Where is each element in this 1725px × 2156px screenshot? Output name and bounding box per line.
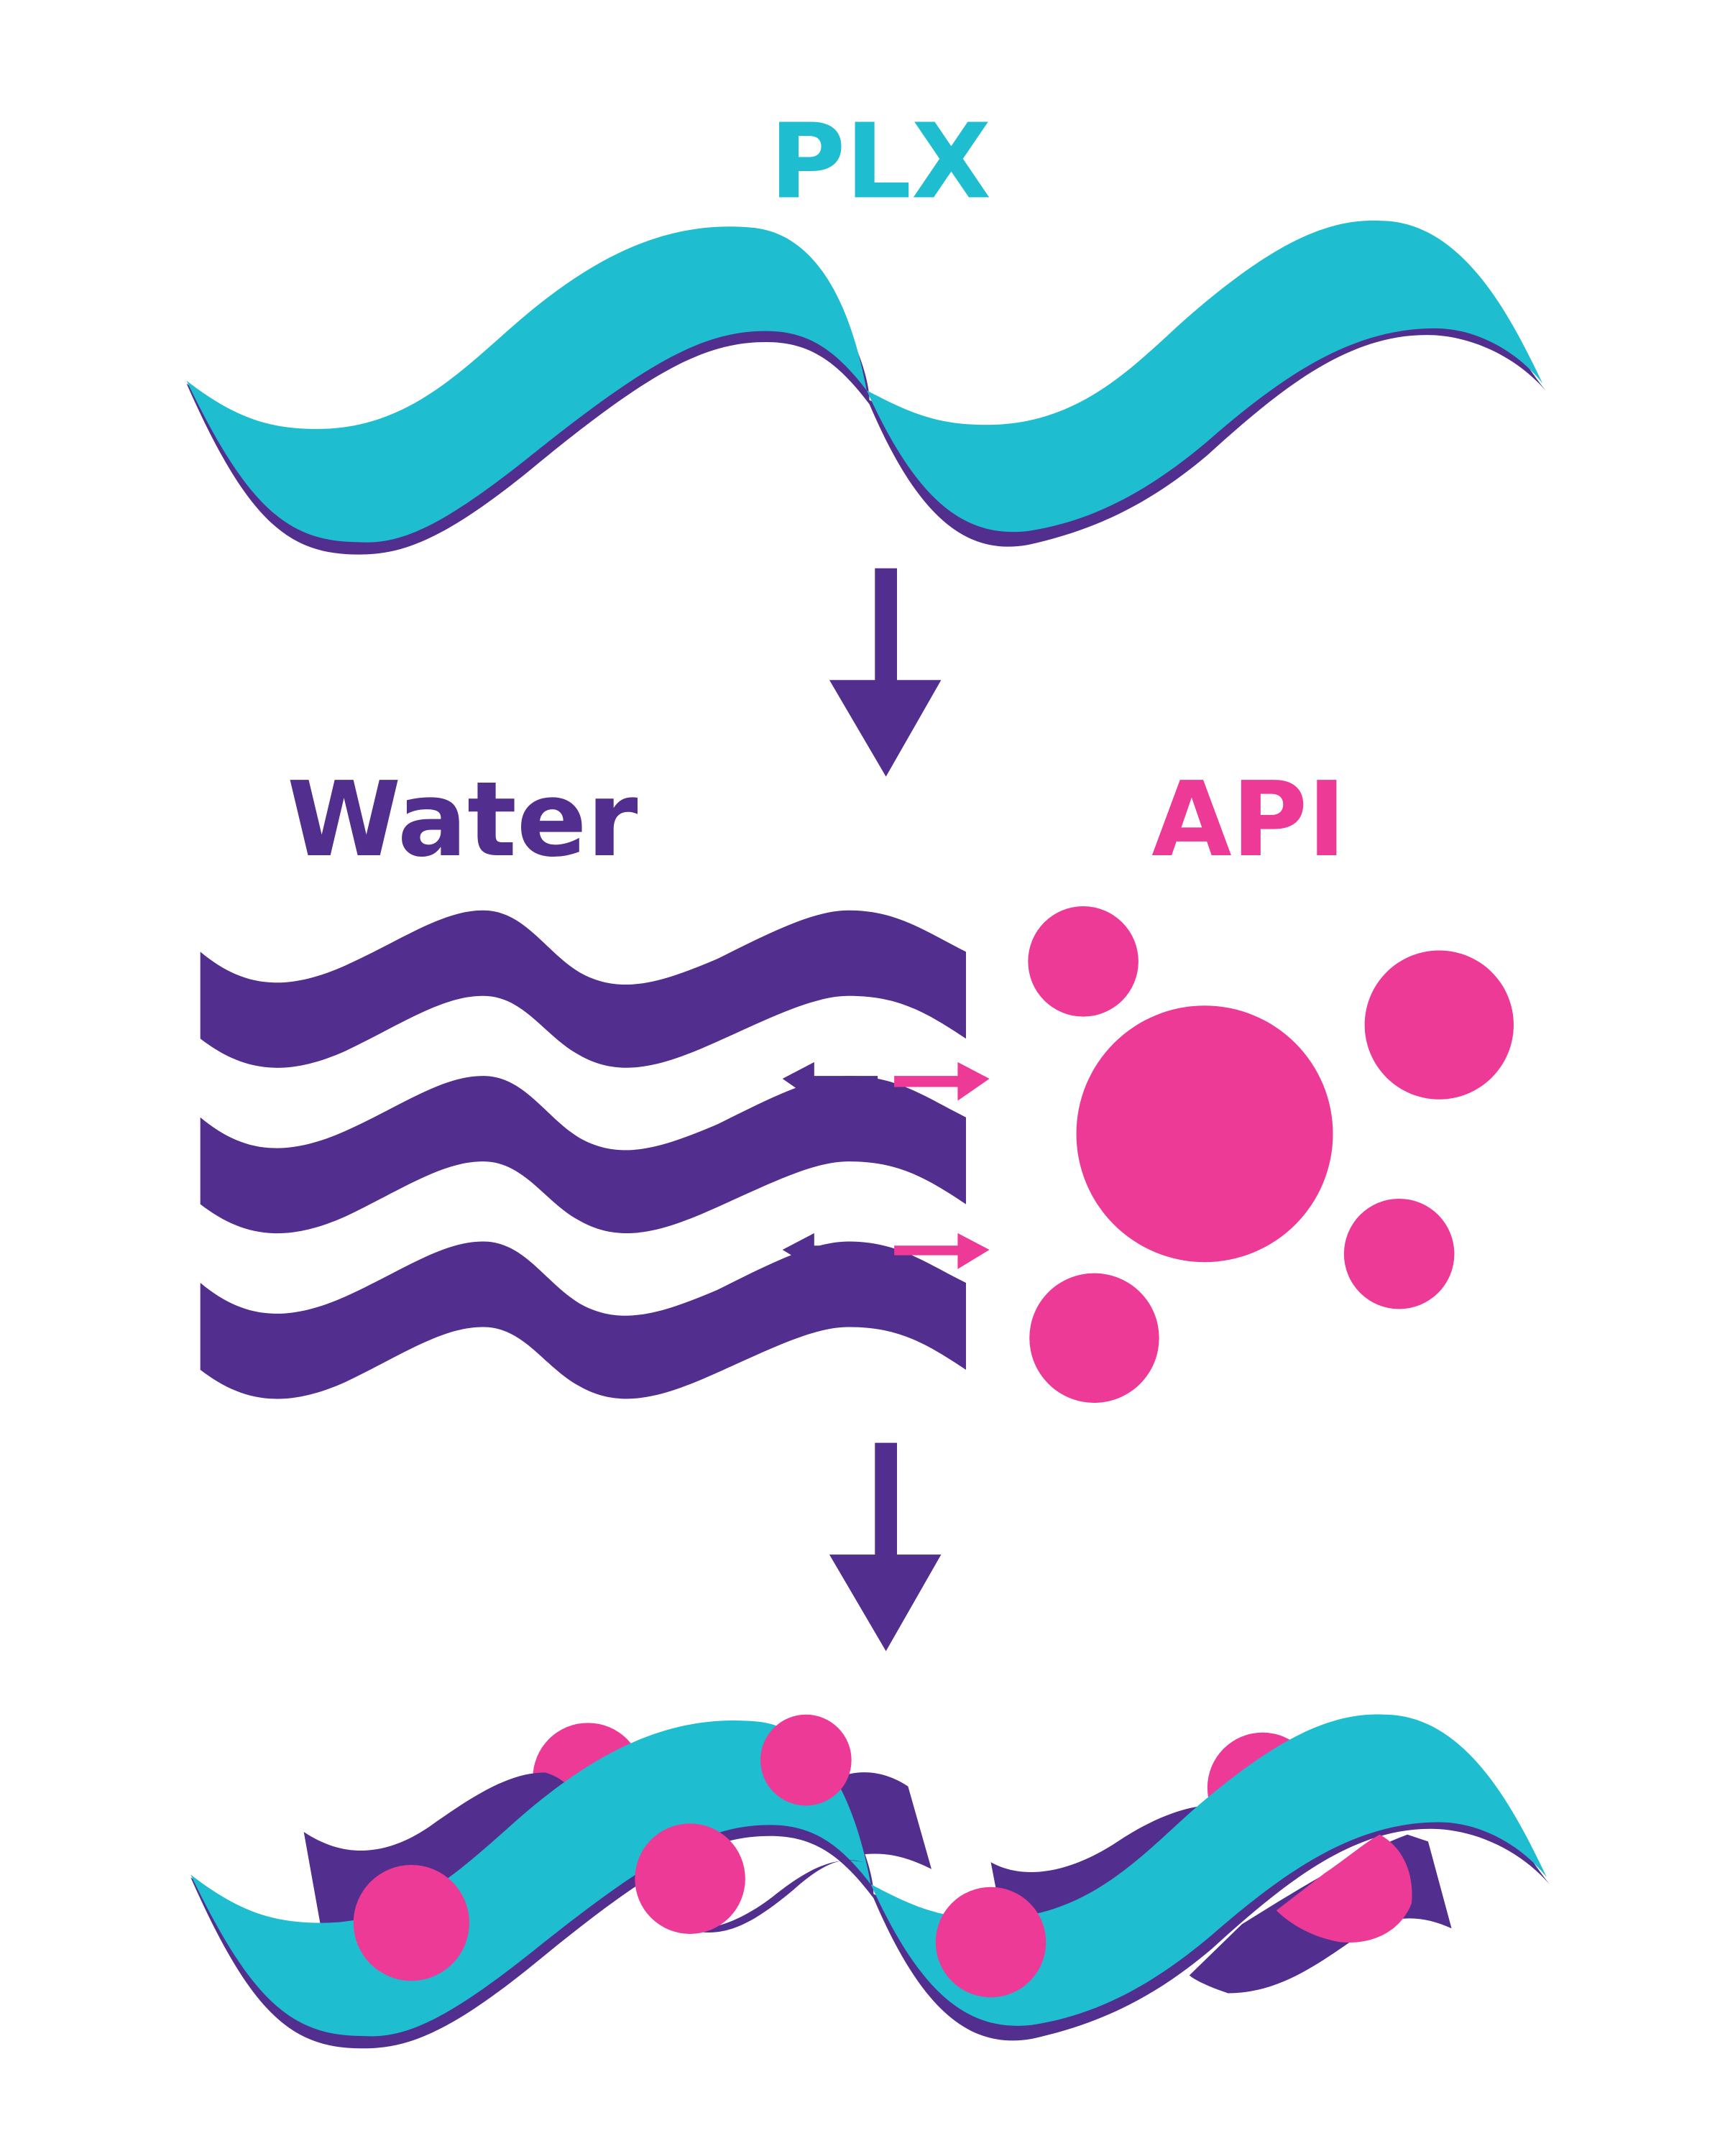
- api-particle: [1076, 1005, 1333, 1263]
- api-particle: [1029, 1273, 1159, 1404]
- water-wave: [200, 1076, 966, 1234]
- arrow-down-icon: [829, 1442, 942, 1651]
- plx-ribbon: [186, 220, 1546, 555]
- api-particle: [760, 1714, 852, 1806]
- api-particle: [1276, 1834, 1412, 1943]
- plx-label: PLX: [770, 101, 991, 221]
- water-wave: [200, 1241, 966, 1399]
- water-label: Water: [287, 759, 638, 880]
- water-waves: [200, 910, 966, 1399]
- api-particle: [1343, 1198, 1455, 1309]
- api-particle: [1364, 950, 1514, 1100]
- api-particle: [935, 1886, 1046, 1998]
- right-arrow-icon: [894, 1061, 990, 1101]
- double-arrow-icon: [782, 1061, 990, 1101]
- solid-dispersion: [190, 1714, 1550, 2049]
- arrow-down-icon: [829, 568, 942, 777]
- api-particle: [353, 1865, 469, 1981]
- right-arrow-icon: [894, 1233, 990, 1269]
- double-arrow-icon: [782, 1233, 990, 1269]
- left-arrow-icon: [782, 1233, 878, 1269]
- api-particle: [1028, 906, 1138, 1017]
- api-particle: [635, 1823, 745, 1934]
- water-wave: [200, 910, 966, 1068]
- api-particles: [1028, 906, 1514, 1404]
- api-label: API: [1151, 759, 1346, 880]
- left-arrow-icon: [782, 1061, 878, 1101]
